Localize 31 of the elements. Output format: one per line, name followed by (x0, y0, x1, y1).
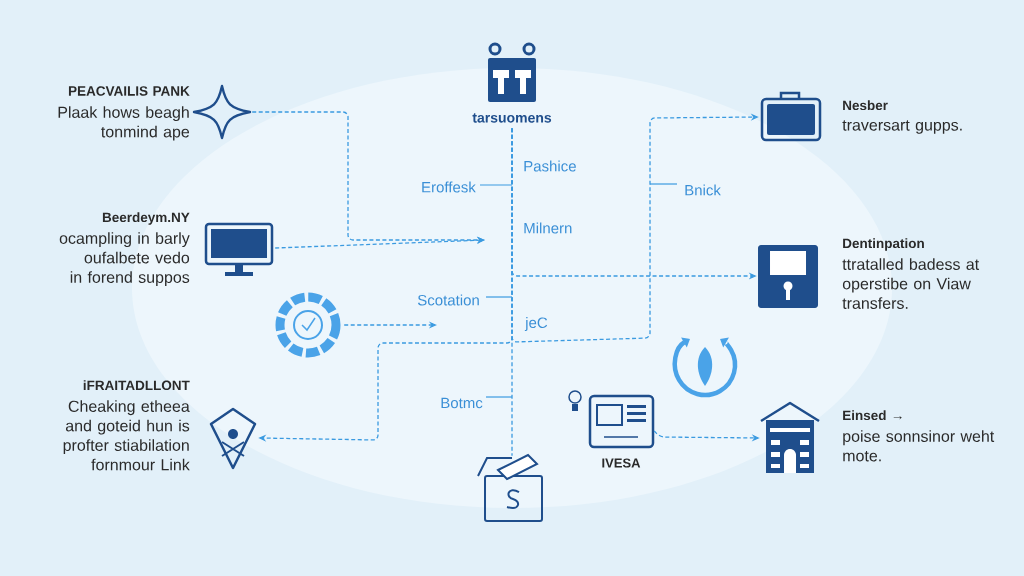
gear-icon (275, 292, 341, 358)
description: Cheaking etheea and goteid hun is profter stiabilation fornmour Link (63, 400, 190, 471)
branch-label: jeC (524, 317, 548, 331)
heading: Einsed → (843, 410, 902, 421)
shield-icon (209, 407, 257, 470)
star-icon (192, 84, 252, 140)
heading: Dentinpation (843, 238, 924, 251)
heading: iFRAITADLLONT (83, 380, 190, 391)
building-icon (760, 401, 820, 473)
lock-icon (758, 245, 818, 308)
branch-label: Bnick (685, 184, 721, 196)
description: traversart gupps. (842, 120, 962, 134)
branch-label: Pashice (524, 160, 576, 172)
monitor-icon (204, 222, 274, 276)
branch-label: Milnern (524, 222, 572, 234)
icon-caption: tarsuomens (472, 113, 552, 123)
briefcase-icon (760, 91, 822, 142)
branch-label: Botmc (441, 397, 483, 409)
branch-label: Eroffesk (422, 181, 476, 193)
description: ocampling in barly oufalbete vedo in forend suppos (59, 232, 190, 287)
money-box-icon (477, 453, 543, 522)
heading: Nesber (843, 100, 888, 111)
refresh-icon (672, 337, 738, 398)
branch-label: Scotation (417, 294, 479, 306)
heading: PEACVAILIS PANK (68, 86, 190, 96)
description: poise sonnsinor weht mote. (843, 430, 995, 462)
icon-caption: IVESA (602, 458, 641, 468)
connector-arrow (274, 236, 485, 249)
description: ttratalled badess at operstibe on Viaw transfers. (842, 258, 980, 309)
heading: Beerdeym.NY (102, 212, 190, 225)
description: Plaak hows beagh tonmind ape (58, 106, 190, 141)
